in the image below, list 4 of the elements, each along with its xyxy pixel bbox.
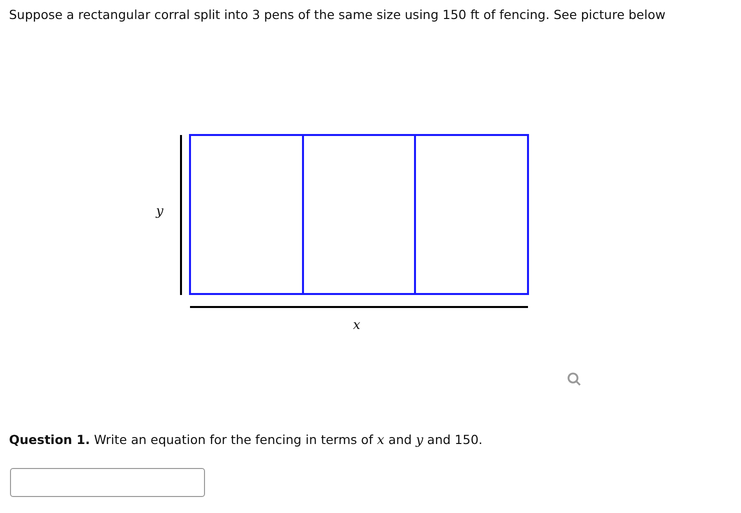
problem-text: Suppose a rectangular corral split into 3 pens of the same size using 150 ft of fencing. See picture below [9,7,666,22]
question-text: Question 1. Write an equation for the fencing in terms of x and y and 150. [9,432,482,448]
dimension-label: y [156,204,164,219]
dimension-label: x [353,318,360,333]
